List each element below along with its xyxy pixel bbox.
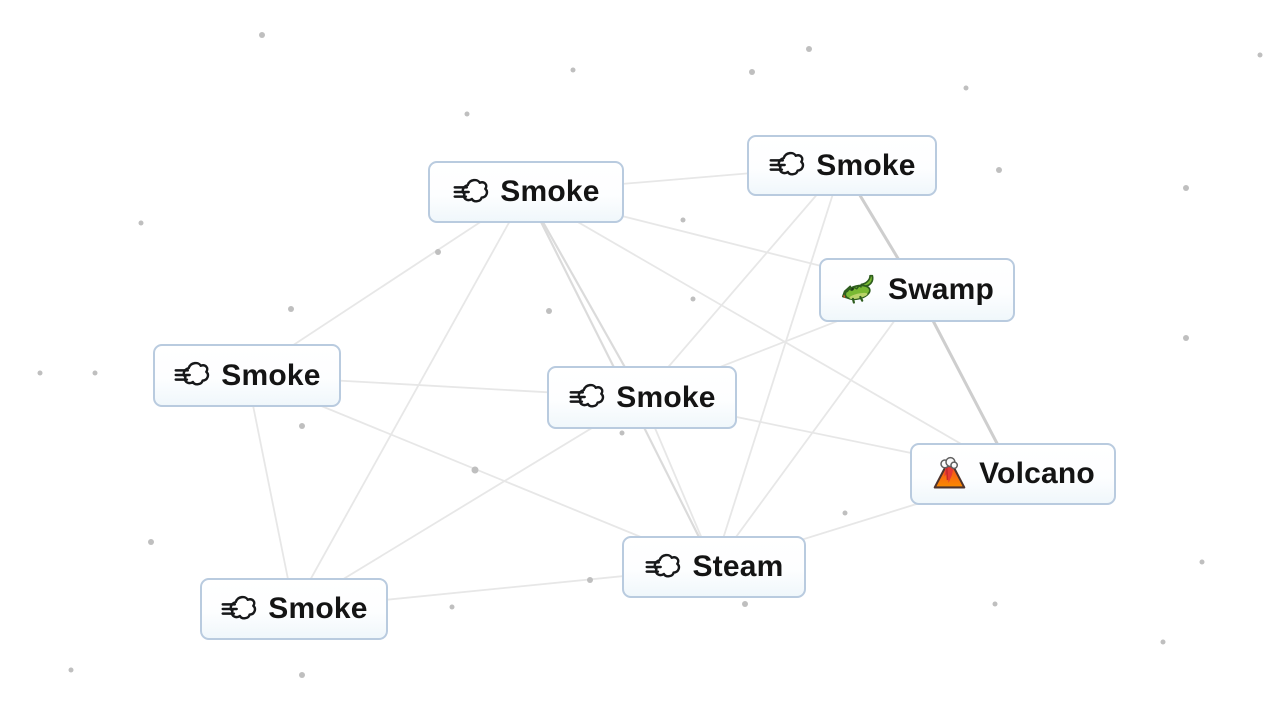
canvas-dot	[842, 510, 848, 516]
element-card-smoke-5[interactable]: Smoke	[200, 578, 388, 640]
canvas-dot	[587, 577, 593, 583]
connection-line	[713, 165, 843, 568]
connection-line	[293, 396, 643, 610]
canvas-dot	[742, 601, 748, 607]
canvas-dot	[1160, 639, 1166, 645]
element-card-volcano[interactable]: Volcano	[910, 443, 1116, 505]
dash-icon	[768, 147, 805, 184]
canvas-dot	[37, 370, 43, 376]
canvas-dot	[92, 370, 98, 376]
element-card-smoke-1[interactable]: Smoke	[428, 161, 624, 223]
canvas-dot	[546, 308, 552, 314]
element-card-smoke-4[interactable]: Smoke	[547, 366, 737, 429]
element-card-steam[interactable]: Steam	[622, 536, 806, 598]
connection-line	[525, 191, 643, 399]
dash-icon	[173, 357, 210, 394]
canvas-dot	[299, 423, 305, 429]
canvas-dot	[992, 601, 998, 607]
canvas-dot	[1183, 335, 1189, 341]
canvas-dot	[806, 46, 812, 52]
dash-icon	[452, 174, 489, 211]
element-card-label: Smoke	[221, 358, 321, 392]
canvas-dot	[1257, 52, 1263, 58]
element-card-smoke-2[interactable]: Smoke	[747, 135, 937, 196]
canvas-dot	[1183, 185, 1189, 191]
canvas-dot	[288, 306, 294, 312]
element-card-label: Swamp	[887, 273, 995, 306]
dash-icon	[568, 379, 605, 416]
canvas-dot	[449, 604, 455, 610]
canvas-dot	[148, 539, 154, 545]
element-card-smoke-3[interactable]: Smoke	[153, 344, 341, 407]
canvas-dot	[570, 67, 576, 73]
canvas-dot	[138, 220, 144, 226]
canvas-dot	[68, 667, 74, 673]
canvas-dot	[680, 217, 686, 223]
element-card-swamp[interactable]: Swamp	[819, 258, 1015, 322]
canvas-dot	[619, 430, 625, 436]
connection-line	[713, 289, 918, 568]
connection-line	[246, 375, 295, 610]
canvas-dot	[435, 249, 441, 255]
canvas-dot	[996, 167, 1002, 173]
dash-icon	[220, 591, 257, 628]
dash-icon	[644, 549, 681, 586]
canvas-dot	[471, 466, 479, 474]
canvas-dot	[1199, 559, 1205, 565]
crocodile-icon	[840, 272, 877, 309]
connection-line	[641, 164, 843, 399]
canvas-dot	[749, 69, 755, 75]
connection-line	[525, 191, 1014, 475]
element-card-label: Smoke	[816, 148, 916, 182]
element-card-label: Smoke	[500, 175, 600, 208]
connection-line	[246, 374, 715, 568]
connection-line	[293, 191, 527, 610]
canvas-dot	[963, 85, 969, 91]
canvas-dot	[464, 111, 470, 117]
element-card-label: Smoke	[268, 592, 368, 625]
canvas-dot	[299, 672, 305, 678]
volcano-icon	[931, 456, 968, 493]
element-card-label: Smoke	[616, 380, 716, 414]
element-card-label: Volcano	[979, 457, 1095, 490]
element-card-label: Steam	[692, 550, 784, 583]
canvas-dot	[690, 296, 696, 302]
canvas-dot	[259, 32, 265, 38]
